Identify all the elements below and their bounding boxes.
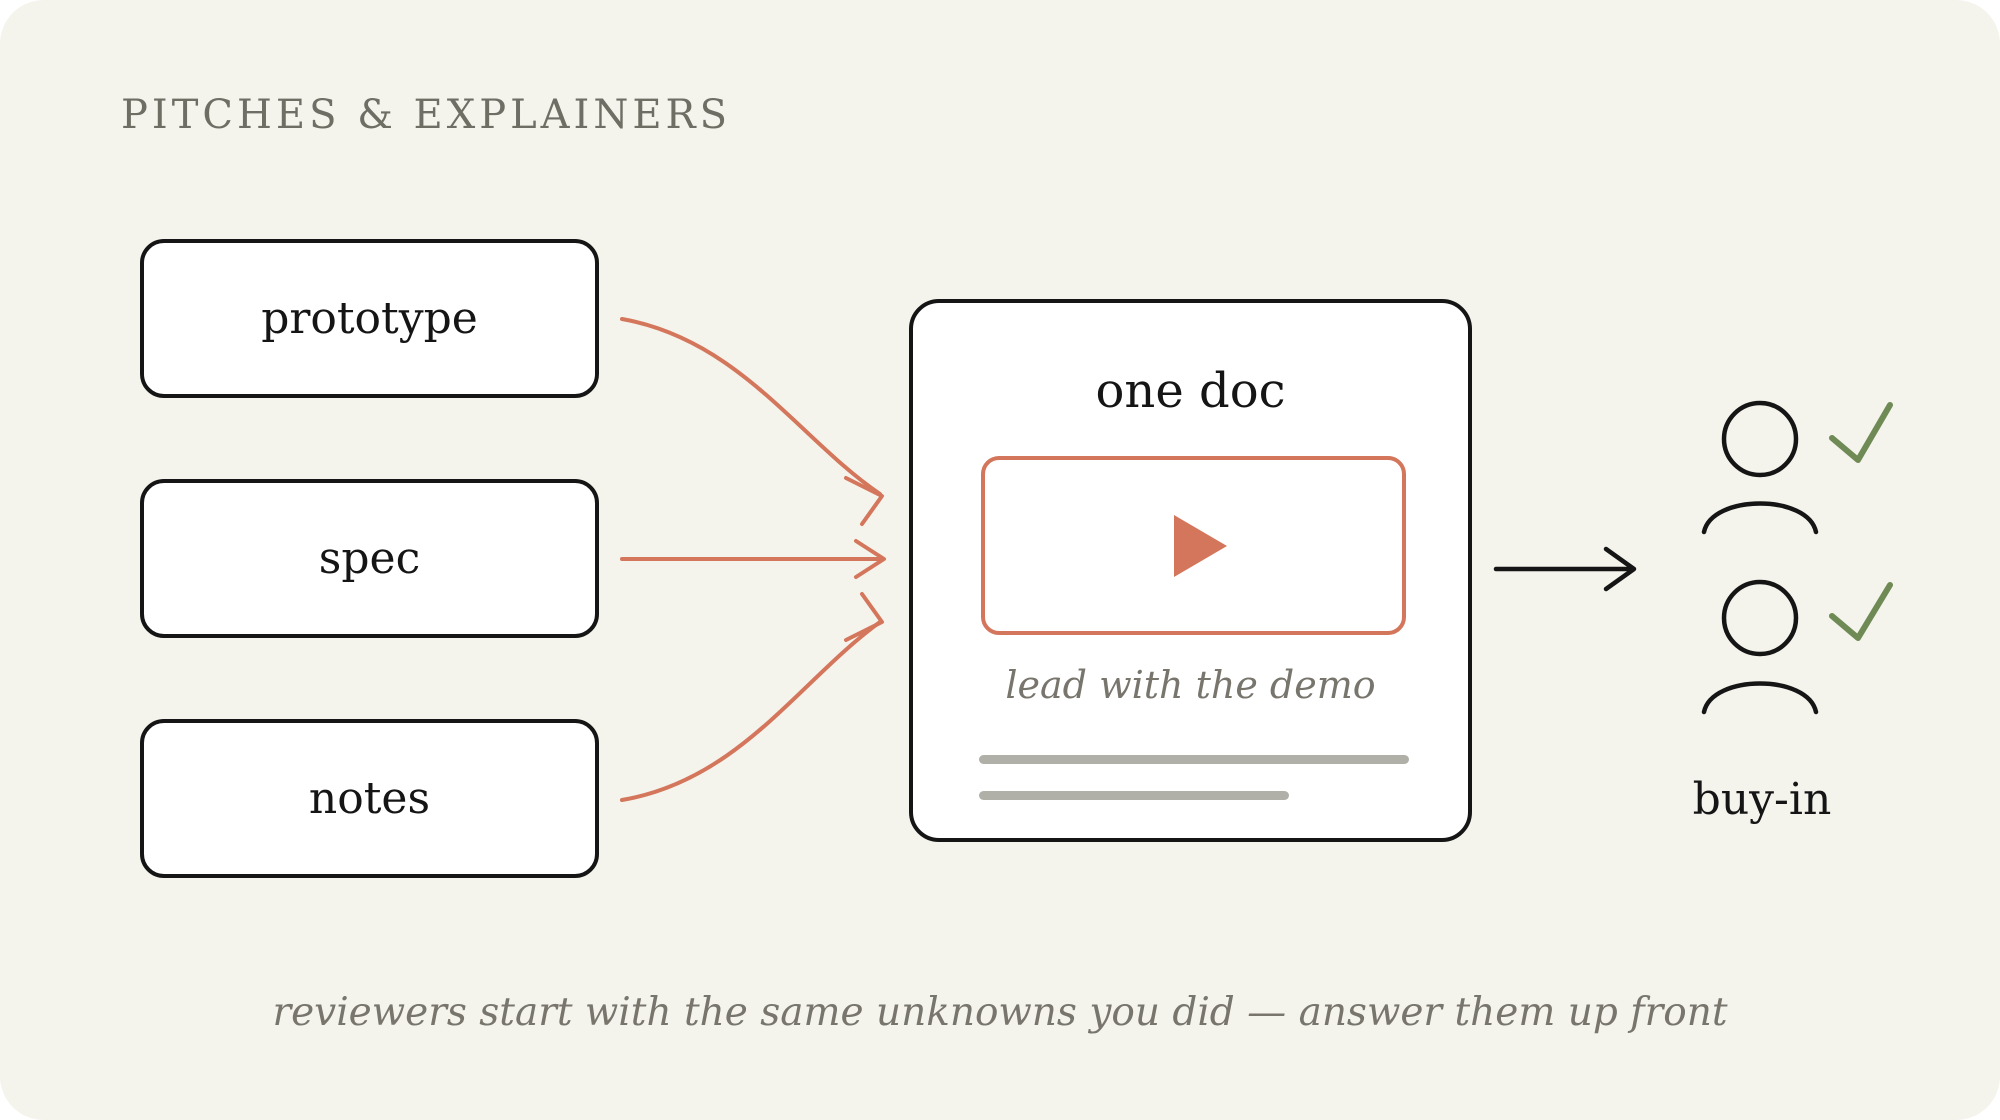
demo-video-frame: [981, 456, 1406, 635]
source-box-notes: notes: [140, 719, 599, 878]
arrowhead-spec: [854, 539, 886, 579]
person-icon: [1701, 400, 1819, 535]
arrowhead-notes: [844, 592, 884, 642]
text-placeholder-line: [979, 791, 1289, 800]
check-icon: [1829, 582, 1893, 641]
source-box-prototype: prototype: [140, 239, 599, 398]
arrow-prototype-to-doc: [620, 317, 882, 496]
doc-title: one doc: [1095, 363, 1286, 419]
source-label: notes: [308, 773, 431, 824]
eyebrow-heading: PITCHES & EXPLAINERS: [121, 92, 732, 138]
doc-caption: lead with the demo: [1005, 663, 1376, 707]
buy-in-label: buy-in: [1692, 774, 1832, 825]
play-icon: [1174, 515, 1227, 577]
footer-caption: reviewers start with the same unknowns y…: [272, 990, 1728, 1035]
source-label: prototype: [261, 293, 478, 344]
arrow-right-icon: [1493, 546, 1637, 592]
source-label: spec: [318, 533, 421, 584]
text-placeholder-line: [979, 755, 1409, 764]
check-icon: [1829, 402, 1893, 463]
arrowhead-prototype: [844, 476, 884, 526]
arrow-notes-to-doc: [620, 620, 882, 802]
one-doc-card: one doc lead with the demo: [909, 299, 1472, 842]
source-box-spec: spec: [140, 479, 599, 638]
person-icon: [1701, 579, 1819, 715]
